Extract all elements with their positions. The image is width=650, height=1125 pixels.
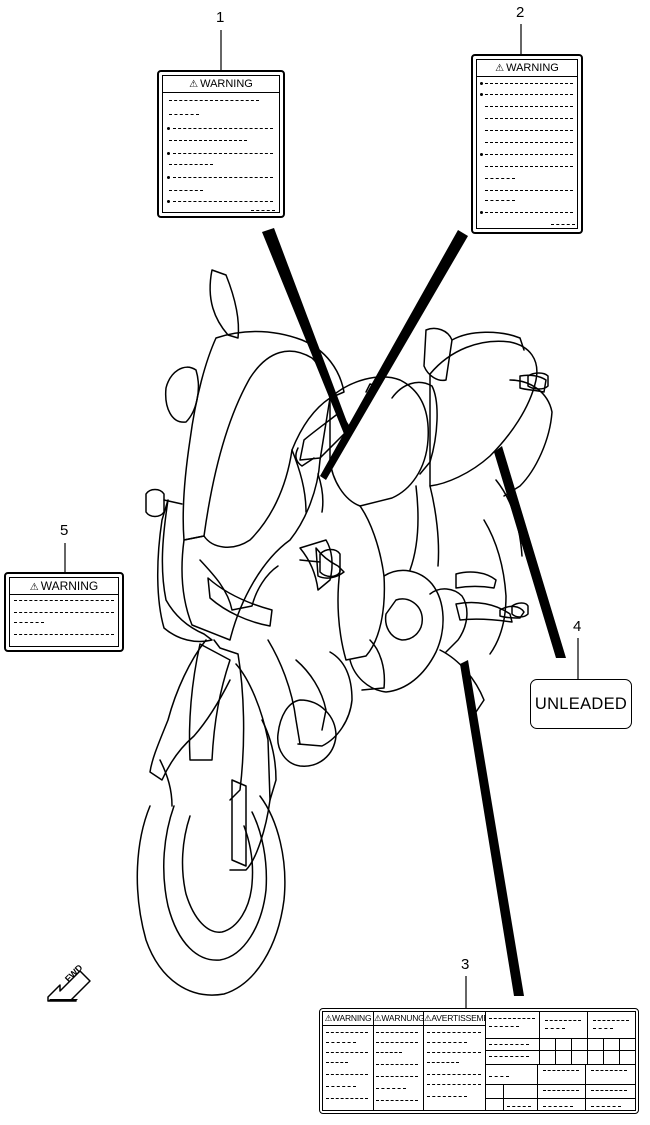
seat [429,340,538,487]
turn-signal-front-left [145,488,165,518]
warning-triangle-icon: ⚠ [189,79,199,90]
unleaded-text: UNLEADED [534,695,628,713]
front-wheel [136,795,286,996]
mirror-left [164,366,200,423]
warning-text: WARNING [200,78,253,90]
multilang-title-en: ⚠WARNING [324,1013,372,1023]
multilang-title-de: ⚠WARNUNG [374,1013,423,1023]
engine [349,569,444,693]
leader-4 [494,446,566,658]
callout-3: 3 [461,956,470,973]
warning-text: WARNING [40,579,99,593]
unleaded-label: UNLEADED [530,679,632,729]
tail [503,379,553,497]
turn-signal-rear [527,372,549,390]
warning-label-5: ⚠WARNING [4,572,124,652]
front-fender [149,639,231,781]
callout-4: 4 [573,618,582,635]
warning-label-1: ⚠WARNING [157,70,285,218]
warning-title-2: ⚠WARNING [477,60,577,77]
warning-title-1: ⚠WARNING [163,76,279,93]
warning-triangle-icon: ⚠ [495,63,505,74]
leader-3 [460,660,524,996]
front-fairing [181,397,331,641]
windscreen [209,269,240,339]
warning-triangle-icon: ⚠ [29,582,39,593]
warning-text: WARNING [506,62,559,74]
front-fork [188,643,231,761]
multilang-title-fr: ⚠AVERTISSEMENT [424,1013,485,1023]
forward-arrow-icon [47,970,91,1002]
callout-1: 1 [216,9,225,26]
multilang-warning-label: ⚠WARNING ⚠WARNUNG ⚠AVERTISSEMENT [319,1008,639,1114]
callout-2: 2 [516,4,525,21]
leader-2 [320,230,468,480]
warning-label-2: ⚠WARNING [471,54,583,234]
headlight [207,577,273,627]
leader-1 [262,228,350,434]
warning-title-5: ⚠WARNING [10,578,118,595]
callout-5: 5 [60,522,69,539]
